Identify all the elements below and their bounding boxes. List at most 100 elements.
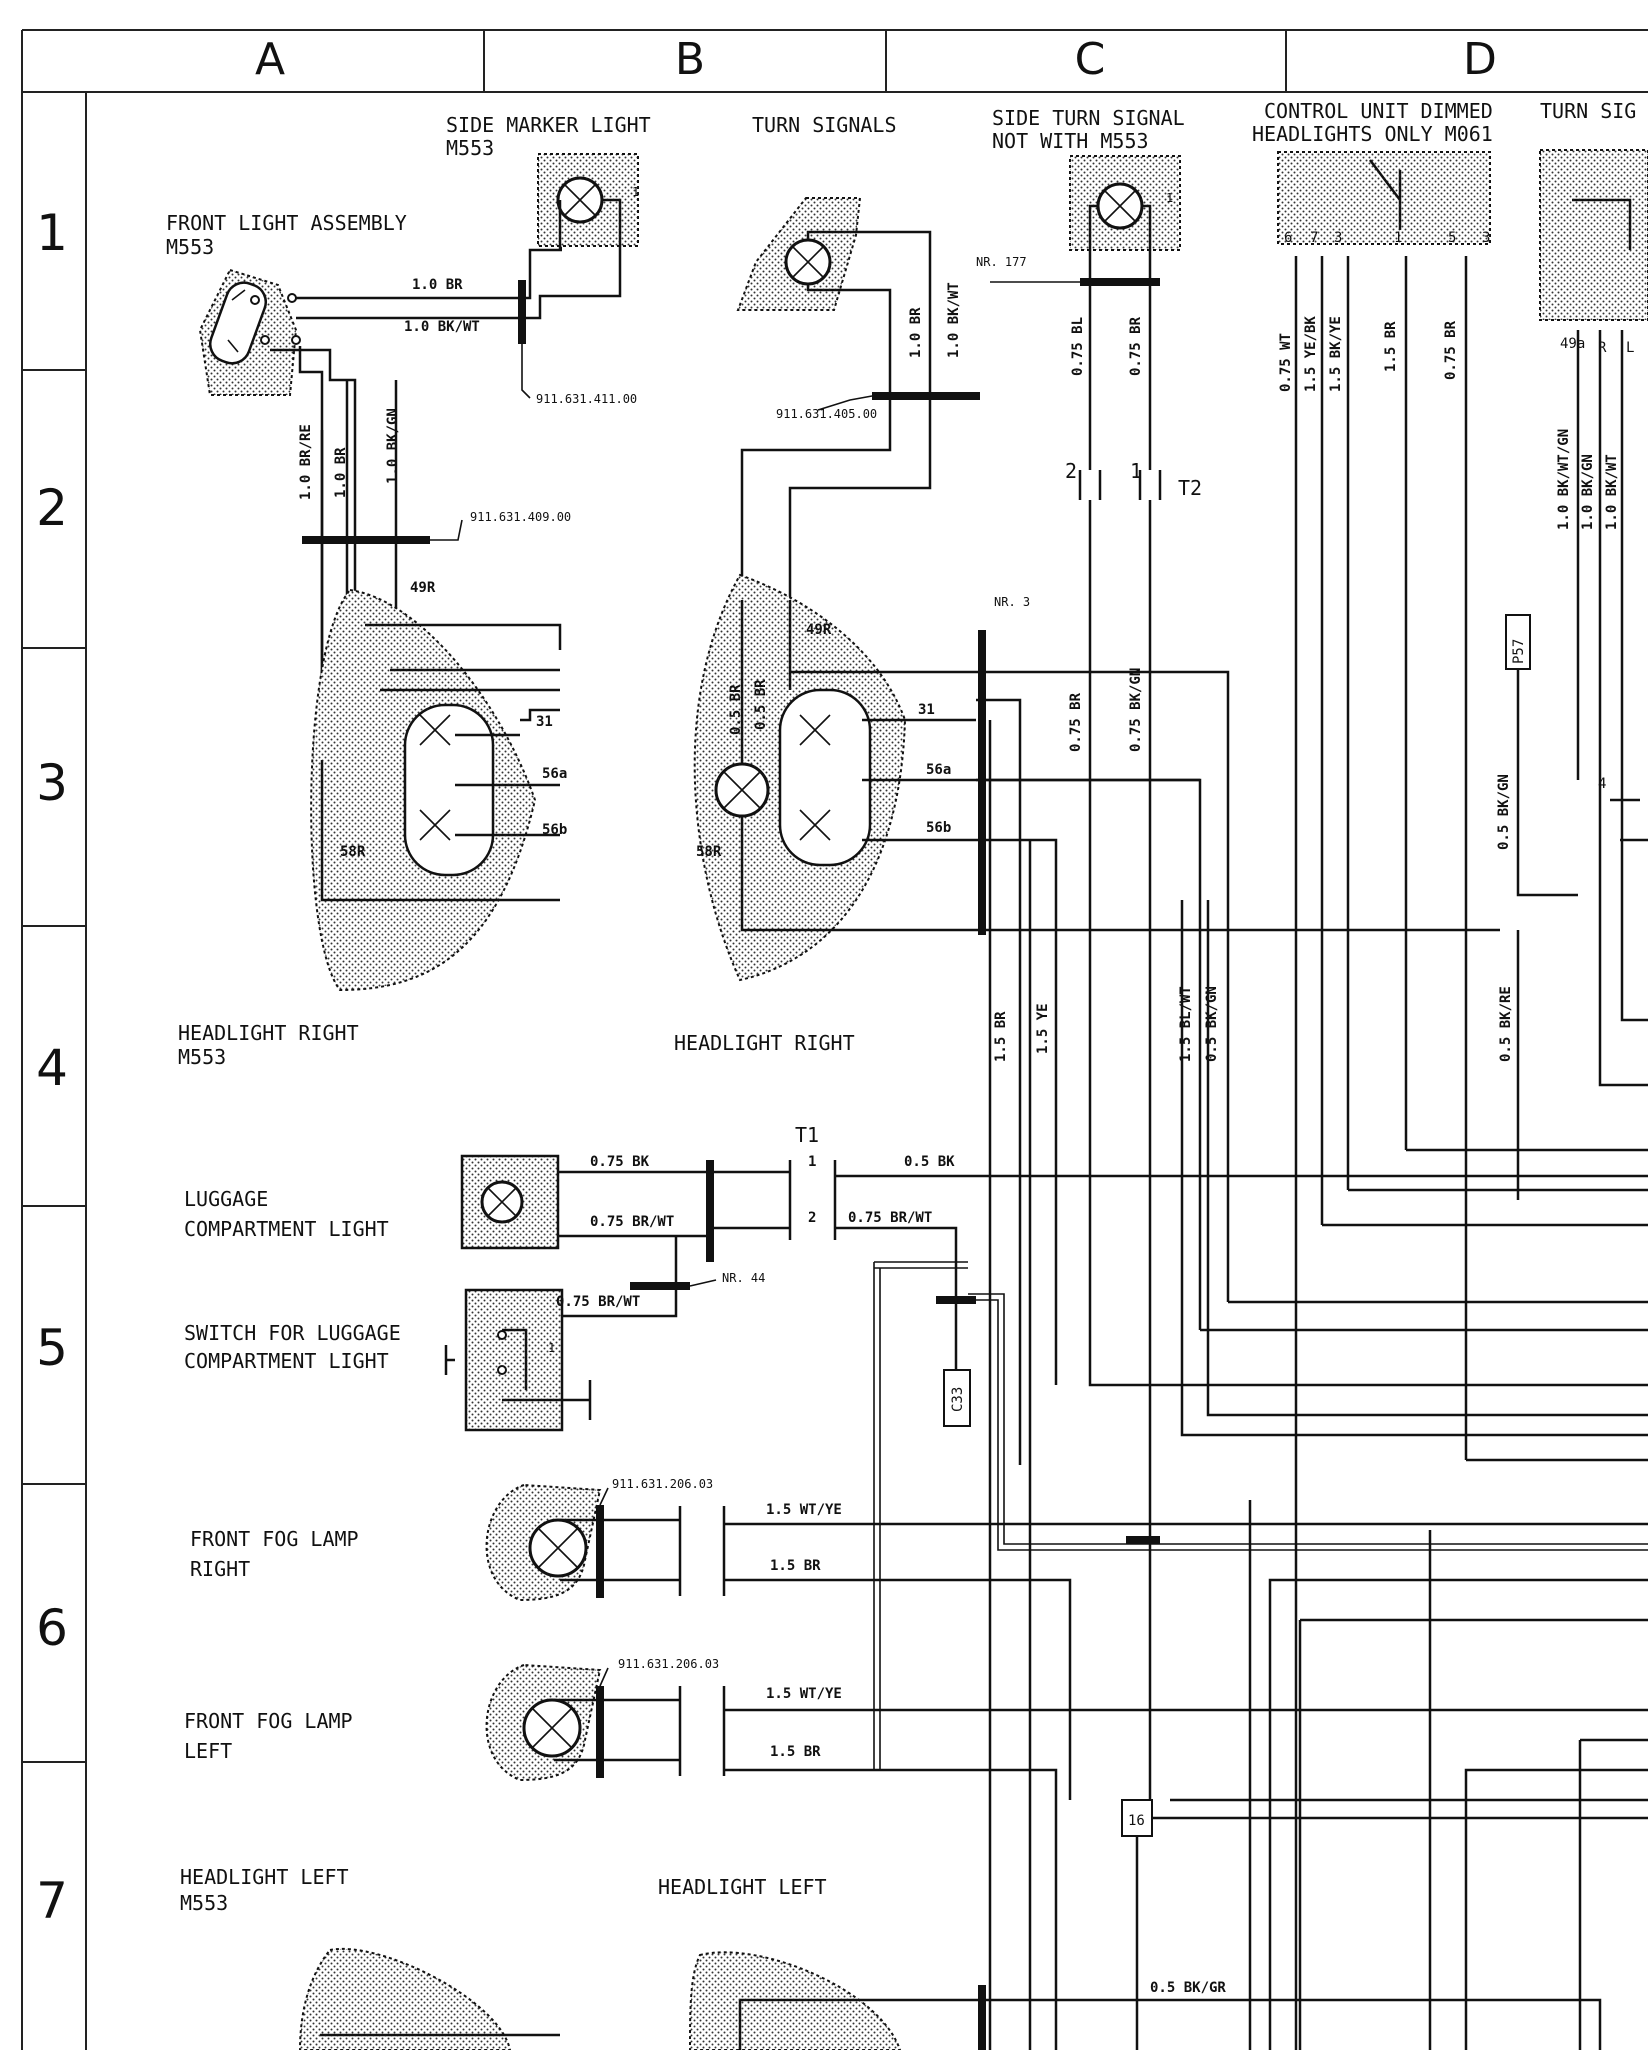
wire-label: 1.0 BK/WT [404, 319, 480, 335]
control-unit: 6 7 3 1 5 3 0.75 WT 1.5 YE/BK 1.5 BK/YE … [1277, 151, 1491, 2050]
headlight-right-m553-label: M553 [178, 1045, 226, 1069]
luggage-switch-label: SWITCH FOR LUGGAGE [184, 1321, 401, 1345]
headlight-right-m553-label: HEADLIGHT RIGHT [178, 1021, 359, 1045]
wire-label: 0.5 BK/GN [1204, 986, 1220, 1062]
wire-label: 1.0 BR [333, 447, 349, 498]
control-unit-label: CONTROL UNIT DIMMED [1264, 99, 1493, 123]
control-unit-label: HEADLIGHTS ONLY M061 [1252, 122, 1493, 146]
wire-label: 0.5 BR [753, 679, 769, 730]
pin-label: 1 [632, 185, 639, 199]
headlight-right-label: HEADLIGHT RIGHT [674, 1031, 855, 1055]
row-number: 7 [36, 1872, 68, 1930]
wire-label: 0.5 BK [904, 1154, 955, 1170]
wire-label: 0.75 BK/GN [1128, 668, 1144, 752]
wire-label: 0.75 BL [1070, 317, 1086, 376]
wire-label: 1.0 BK/WT [946, 282, 962, 358]
row-number: 3 [36, 754, 68, 812]
turn-signal-front: 911.631.405.00 1.0 BR 1.0 BK/WT [736, 197, 980, 600]
pin-label: 1 [548, 1341, 555, 1355]
wire-label: 0.75 BR [1443, 320, 1459, 380]
grid-frame [21, 29, 1648, 2050]
headlight-left-label: HEADLIGHT LEFT [658, 1875, 827, 1899]
wire-label: 0.75 WT [1278, 333, 1294, 392]
wire-label: 0.5 BK/GR [1150, 1980, 1226, 1996]
side-marker-light: 1 [537, 153, 639, 250]
wire-label: 0.5 BK/GN [1496, 774, 1512, 850]
column-headers: A B C D [255, 34, 1497, 85]
pin-label: L [1626, 340, 1634, 356]
component-labels: SIDE MARKER LIGHT M553 TURN SIGNALS SIDE… [166, 99, 1636, 1915]
row-number: 5 [36, 1319, 68, 1377]
headlight-left-m553 [298, 1947, 560, 2050]
fog-right-label: FRONT FOG LAMP [190, 1527, 359, 1551]
fog-left-label: FRONT FOG LAMP [184, 1709, 353, 1733]
pin-label: 31 [918, 702, 935, 718]
side-marker-light-label: M553 [446, 136, 494, 160]
luggage-light-label: LUGGAGE [184, 1187, 268, 1211]
wire-label: 1.5 WT/YE [766, 1686, 842, 1702]
wire-label: 1.5 YE [1035, 1003, 1051, 1054]
wire-label: 0.5 BR [728, 684, 744, 735]
luggage-switch: 1 0.75 BR/WT NR. 44 [444, 1236, 765, 1432]
pin-label: 1 [808, 1154, 816, 1170]
row-number: 4 [36, 1039, 68, 1097]
pin-label: 58R [696, 844, 722, 860]
wire-label: 1.5 BK/YE [1328, 316, 1344, 392]
turn-signal-cut-label: TURN SIG [1540, 99, 1636, 123]
wire-label: 1.5 BR [770, 1558, 821, 1574]
headlight-right-m553: 49R 31 56a 56b 58R [310, 580, 567, 992]
pin-label: 2 [1065, 459, 1077, 483]
row4-wires: 1.5 BR 1.5 YE 1.5 BL/WT 0.5 BK/GN 0.5 BK… [988, 720, 1648, 2050]
pin-label: 1 [1394, 230, 1402, 246]
pin-label: 2 [808, 1210, 816, 1226]
pin-label: 49R [410, 580, 436, 596]
pin-label: 1 [1130, 459, 1142, 483]
pin-label: 7 [1310, 230, 1318, 246]
pin-label: 49a [1560, 336, 1585, 352]
luggage-switch-label: COMPARTMENT LIGHT [184, 1349, 389, 1373]
headlight-left: 0.5 BK/GR [689, 1951, 1602, 2050]
front-light-assembly [198, 268, 301, 396]
front-light-assembly-label: FRONT LIGHT ASSEMBLY [166, 211, 407, 235]
wire-label: 1.5 BL/WT [1178, 986, 1194, 1062]
wire-label: 1.5 BR [993, 1011, 1009, 1062]
wire-label: 0.75 BR [1128, 316, 1144, 376]
column-header: D [1463, 34, 1497, 85]
pin-label: 1 [1166, 191, 1173, 205]
pin-label: 56a [542, 766, 567, 782]
fog-lamp-right: 911.631.206.03 1.5 WT/YE 1.5 BR [485, 1477, 1648, 1800]
connector-t1-label: T1 [795, 1123, 819, 1147]
wire-label: 0.75 BR/WT [590, 1214, 674, 1230]
wire-label: 0.75 BR/WT [848, 1210, 932, 1226]
pin-label: 56a [926, 762, 951, 778]
part-number: 911.631.206.03 [618, 1657, 719, 1671]
column-header: B [675, 34, 705, 85]
marker-label: 16 [1128, 1813, 1145, 1829]
fog-right-label: RIGHT [190, 1557, 250, 1581]
pin-label: 58R [340, 844, 366, 860]
wire-label: 1.0 BK/WT/GN [1556, 429, 1572, 530]
side-turn-signal-label: SIDE TURN SIGNAL [992, 106, 1185, 130]
headlight-left-m553-label: M553 [180, 1891, 228, 1915]
column-header: C [1075, 34, 1106, 85]
marker-label: NR. 44 [722, 1271, 765, 1285]
side-turn-signal-label: NOT WITH M553 [992, 129, 1149, 153]
wire-label: 1.5 WT/YE [766, 1502, 842, 1518]
luggage-light-label: COMPARTMENT LIGHT [184, 1217, 389, 1241]
headlight-left-m553-label: HEADLIGHT LEFT [180, 1865, 349, 1889]
part-number: 911.631.206.03 [612, 1477, 713, 1491]
marker-label: NR. 177 [976, 255, 1027, 269]
pin-label: 6 [1284, 230, 1292, 246]
row-numbers: 1 2 3 4 5 6 7 [36, 204, 68, 1930]
luggage-compartment-light: 0.75 BK 0.75 BR/WT T1 1 2 0.5 BK 0.75 BR… [460, 1123, 1648, 1427]
wire-label: 1.0 BK/GN [385, 408, 401, 484]
row-number: 6 [36, 1599, 68, 1657]
wire-label: 1.5 BR [1383, 321, 1399, 372]
wire-label: 1.5 BR [770, 1744, 821, 1760]
turn-signals-label: TURN SIGNALS [752, 113, 897, 137]
wire-label: 1.0 BR [908, 307, 924, 358]
row-number: 2 [36, 479, 68, 537]
part-number: 911.631.405.00 [776, 407, 877, 421]
marker-label: C33 [950, 1387, 966, 1412]
pin-label: 3 [1482, 230, 1490, 246]
